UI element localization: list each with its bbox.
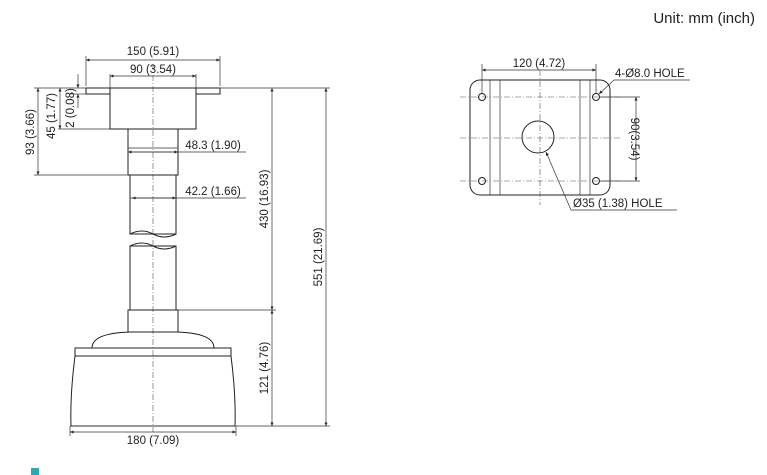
plate-dimensions: 120 (4.72) 4-Ø8.0 HOLE 90(3.54) Ø35 (1.3… bbox=[481, 58, 690, 211]
dim-pipe-inner: 42.2 (1.66) bbox=[185, 186, 241, 198]
side-dimensions: 150 (5.91) 90 (3.54) 93 (3.66) 45 (1.77)… bbox=[25, 46, 330, 447]
center-hole bbox=[521, 120, 555, 154]
dim-thickness: 2 (0.08) bbox=[65, 88, 77, 128]
plate-view bbox=[460, 70, 620, 205]
bracket-flange bbox=[85, 87, 221, 130]
dim-top-width: 150 (5.91) bbox=[127, 46, 180, 58]
dim-housing-height: 121 (4.76) bbox=[259, 342, 271, 395]
housing-dome bbox=[91, 331, 215, 349]
corner-hole bbox=[592, 93, 600, 101]
corner-hole bbox=[478, 93, 486, 101]
dim-height-93: 93 (3.66) bbox=[25, 109, 37, 155]
dim-pipe-outer: 48.3 (1.90) bbox=[185, 140, 241, 152]
label-center-hole: Ø35 (1.38) HOLE bbox=[573, 198, 663, 210]
unit-label: Unit: mm (inch) bbox=[653, 10, 755, 27]
dim-housing-width: 180 (7.09) bbox=[127, 435, 180, 447]
dim-total-length: 551 (21.69) bbox=[313, 227, 325, 286]
dim-pipe-length: 430 (16.93) bbox=[259, 169, 271, 228]
accent-marker bbox=[31, 468, 39, 475]
side-view bbox=[70, 64, 236, 432]
corner-hole bbox=[478, 177, 486, 185]
dim-inner-width: 90 (3.54) bbox=[130, 64, 176, 76]
dim-hole-spacing-x: 120 (4.72) bbox=[513, 58, 566, 70]
dim-height-45: 45 (1.77) bbox=[46, 93, 58, 139]
label-corner-holes: 4-Ø8.0 HOLE bbox=[615, 68, 685, 80]
dim-hole-spacing-y: 90(3.54) bbox=[628, 118, 640, 161]
corner-hole bbox=[592, 177, 600, 185]
